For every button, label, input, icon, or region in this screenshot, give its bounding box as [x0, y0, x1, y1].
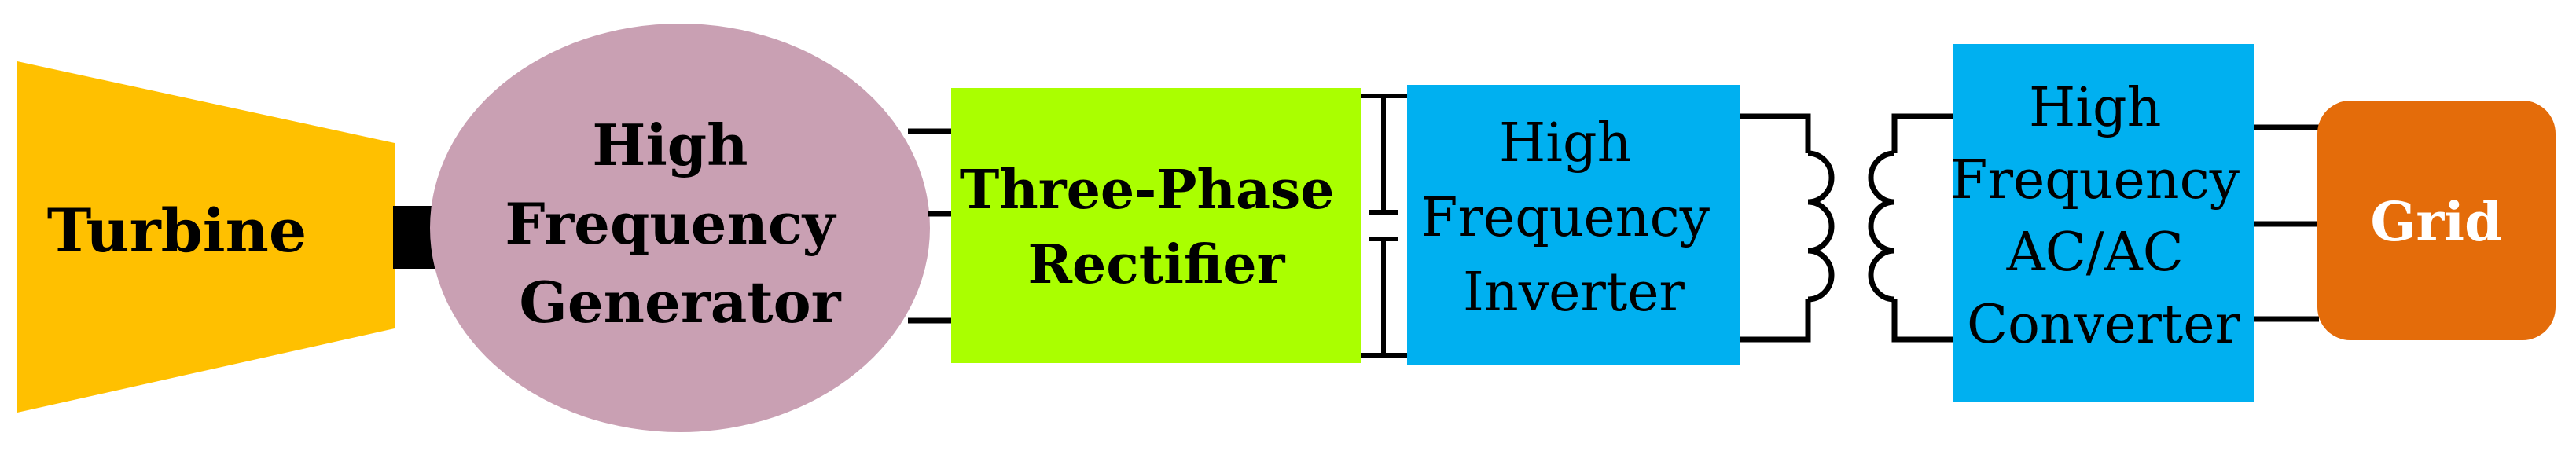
transformer	[1740, 113, 1953, 343]
converter-block	[1953, 44, 2254, 402]
inverter-label-line: High	[1499, 112, 1631, 174]
rectifier-block	[951, 88, 1361, 363]
shaft	[393, 206, 437, 269]
rectifier-label-line: Three-Phase	[960, 159, 1335, 222]
generator-label-line: High	[592, 112, 748, 178]
converter-label-line: High	[2029, 77, 2161, 139]
converter-label-line: Frequency	[1950, 149, 2240, 211]
rectifier-label-line: Rectifier	[1028, 233, 1286, 296]
turbine-block	[17, 61, 395, 413]
generator-label: High Frequency Generator	[505, 112, 854, 336]
grid-connection-wires	[2254, 124, 2319, 322]
converter-label-line: AC/AC	[2006, 222, 2184, 284]
generator-label-line: Generator	[519, 269, 841, 336]
inverter-label-line: Frequency	[1420, 187, 1710, 249]
grid-label: Grid	[2370, 191, 2501, 254]
rectifier-label: Three-Phase Rectifier	[960, 159, 1353, 296]
generator-output-wires	[908, 128, 953, 324]
converter-label: High Frequency AC/AC Converter	[1950, 77, 2256, 356]
inverter-label: High Frequency Inverter	[1420, 112, 1726, 324]
dc-link	[1361, 94, 1407, 358]
grid-block	[2317, 101, 2556, 340]
generator-label-line: Frequency	[505, 190, 836, 257]
generator-block	[430, 24, 930, 432]
turbine-label: Turbine	[47, 196, 307, 266]
inverter-label-line: Inverter	[1463, 262, 1685, 324]
converter-label-line: Converter	[1967, 294, 2240, 356]
inverter-block	[1407, 85, 1740, 365]
